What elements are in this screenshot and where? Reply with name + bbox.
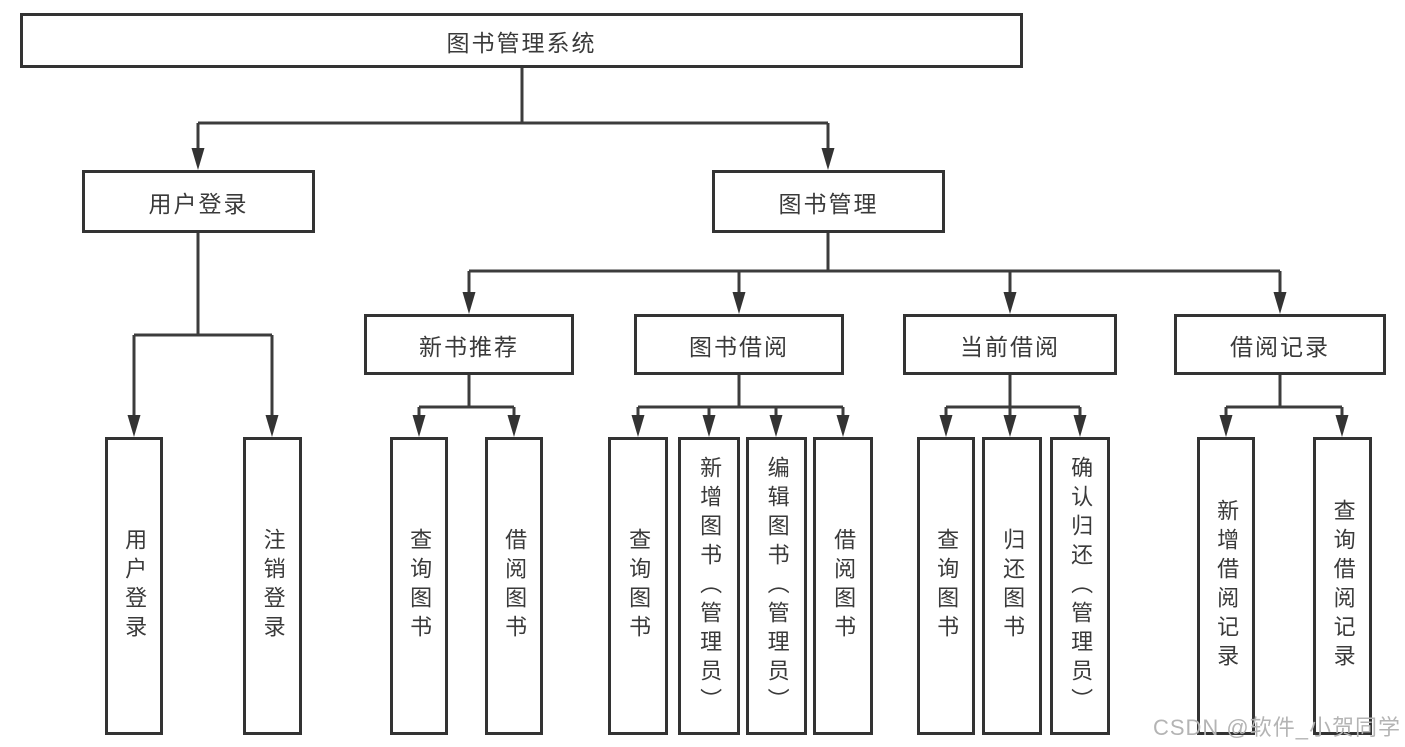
connector-book-management-children	[462, 233, 1287, 314]
connector-current-borrowing-children	[939, 375, 1087, 437]
leaf-borrow-books-borrowing: 借阅图书	[813, 437, 873, 735]
node-current-borrowing: 当前借阅	[903, 314, 1117, 375]
connector-root-to-level1	[191, 68, 835, 170]
node-root: 图书管理系统	[20, 13, 1023, 68]
watermark: CSDN @软件_小贺同学	[1152, 715, 1401, 740]
node-book-borrowing-label: 图书借阅	[689, 333, 789, 360]
node-user-login-label: 用户登录	[148, 190, 249, 217]
leaf-logout: 注销登录	[243, 437, 302, 735]
leaf-borrow-books-recommend: 借阅图书	[485, 437, 543, 735]
leaf-query-borrowing-record: 查询借阅记录	[1313, 437, 1372, 735]
connector-borrowing-records-children	[1219, 375, 1349, 437]
leaf-logout-label: 注销登录	[260, 528, 286, 644]
node-book-borrowing: 图书借阅	[634, 314, 844, 375]
leaf-user-login-label: 用户登录	[122, 528, 148, 644]
leaf-add-borrowing-record: 新增借阅记录	[1197, 437, 1255, 735]
leaf-return-books-label: 归还图书	[1000, 528, 1026, 644]
connector-new-book-recommend-children	[412, 375, 521, 437]
leaf-query-books-borrowing-label: 查询图书	[626, 528, 652, 644]
leaf-query-borrowing-record-label: 查询借阅记录	[1330, 499, 1356, 673]
leaf-query-books-current-label: 查询图书	[934, 528, 960, 644]
leaf-add-books-admin-label: 新增图书（管理员）	[697, 455, 723, 717]
leaf-user-login: 用户登录	[105, 437, 163, 735]
node-user-login: 用户登录	[82, 170, 315, 233]
node-new-book-recommend: 新书推荐	[364, 314, 574, 375]
leaf-query-books-current: 查询图书	[917, 437, 975, 735]
leaf-add-books-admin: 新增图书（管理员）	[678, 437, 740, 735]
leaf-confirm-return-admin: 确认归还（管理员）	[1050, 437, 1110, 735]
leaf-query-books-recommend-label: 查询图书	[407, 528, 433, 644]
node-book-management: 图书管理	[712, 170, 945, 233]
leaf-borrow-books-recommend-label: 借阅图书	[502, 528, 528, 644]
node-borrowing-records-label: 借阅记录	[1230, 333, 1330, 360]
node-borrowing-records: 借阅记录	[1174, 314, 1386, 375]
leaf-edit-books-admin: 编辑图书（管理员）	[746, 437, 807, 735]
node-book-management-label: 图书管理	[778, 190, 879, 217]
leaf-edit-books-admin-label: 编辑图书（管理员）	[764, 455, 790, 717]
leaf-borrow-books-borrowing-label: 借阅图书	[831, 528, 857, 644]
node-current-borrowing-label: 当前借阅	[960, 333, 1060, 360]
connector-book-borrowing-children	[631, 375, 850, 437]
leaf-add-borrowing-record-label: 新增借阅记录	[1214, 499, 1240, 673]
node-root-label: 图书管理系统	[446, 29, 597, 56]
leaf-query-books-borrowing: 查询图书	[608, 437, 668, 735]
node-new-book-recommend-label: 新书推荐	[419, 333, 519, 360]
leaf-confirm-return-admin-label: 确认归还（管理员）	[1068, 455, 1094, 717]
leaf-query-books-recommend: 查询图书	[390, 437, 448, 735]
leaf-return-books: 归还图书	[982, 437, 1042, 735]
connector-user-login-children	[127, 233, 279, 437]
